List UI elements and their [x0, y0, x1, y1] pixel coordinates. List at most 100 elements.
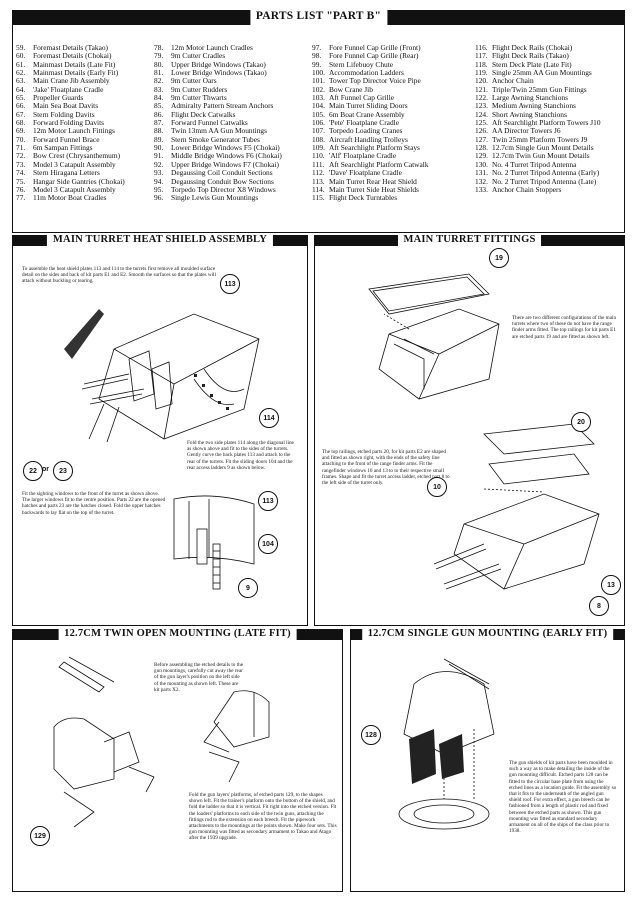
part-name: Aft Searchlight Platform Catwalk	[329, 159, 429, 169]
part-number: 130.	[475, 159, 488, 169]
part-number: 121.	[475, 84, 488, 94]
turret-fittings-note-1: There are two different configurations o…	[512, 315, 617, 340]
callout-10: 10	[427, 477, 447, 497]
part-name: Aft Searchlight Platform Towers J10	[492, 118, 601, 128]
part-name: Fore Funnel Cap Grille (Front)	[329, 43, 421, 52]
part-number: 127.	[475, 134, 488, 144]
part-name: Stern Smoke Generator Tubes	[171, 134, 260, 144]
part-name: Flight Deck Turntables	[329, 193, 398, 203]
part-number: 114.	[312, 184, 325, 194]
parts-list-item: 101.Tower Top Director Voice Pipe	[312, 76, 475, 86]
parts-list-item: 107.Torpedo Loading Cranes	[312, 126, 475, 136]
parts-list-title: PARTS LIST "PART B"	[249, 8, 388, 25]
part-number: 132.	[475, 176, 488, 186]
parts-list-item: 129.12.7cm Twin Gun Mount Details	[475, 152, 625, 161]
parts-list-item: 95.Torpedo Top Director X8 Windows	[154, 185, 312, 194]
parts-list-item: 103.Aft Funnel Cap Grille	[312, 93, 475, 102]
parts-list-item: 91.Middle Bridge Windows F6 (Chokai)	[154, 151, 312, 161]
part-name: 'Dave' Floatplane Cradle	[329, 168, 402, 178]
part-number: 99.	[312, 59, 322, 69]
heat-shield-banner: MAIN TURRET HEAT SHIELD ASSEMBLY	[12, 233, 308, 247]
part-number: 87.	[154, 118, 164, 128]
parts-list-item: 120.Anchor Chain	[475, 77, 625, 86]
part-number: 82.	[154, 76, 164, 86]
part-number: 79.	[154, 51, 164, 61]
parts-list-item: 131.No. 2 Turret Tripod Antenna (Early)	[475, 168, 625, 177]
part-number: 91.	[154, 151, 164, 161]
part-number: 124.	[475, 109, 488, 119]
parts-list-item: 77.11m Motor Boat Cradles	[16, 193, 154, 202]
part-number: 115.	[312, 193, 325, 203]
part-number: 67.	[16, 109, 26, 119]
turret-rear-drawing	[173, 495, 255, 590]
callout-8: 8	[589, 596, 609, 616]
part-name: Torpedo Loading Cranes	[329, 126, 403, 136]
parts-list-item: 117.Flight Deck Rails (Takao)	[475, 51, 625, 61]
parts-list-item: 106.'Pete' Floatplane Cradle	[312, 118, 475, 128]
part-name: Flight Deck Rails (Chokai)	[492, 43, 573, 52]
part-number: 113.	[312, 176, 325, 186]
parts-list-item: 70.Forward Funnel Brace	[16, 135, 154, 144]
part-name: Upper Bridge Windows (Takao)	[171, 59, 266, 69]
part-number: 85.	[154, 101, 164, 111]
parts-list-item: 67. Stern Folding Davits	[16, 109, 154, 119]
parts-list-item: 73.Model 3 Catapult Assembly	[16, 160, 154, 169]
part-name: Stern Folding Davits	[33, 109, 95, 119]
parts-list-item: 86.Flight Deck Catwalks	[154, 110, 312, 119]
part-name: Main Crane Jib Assembly	[33, 76, 110, 86]
part-number: 118.	[475, 59, 488, 69]
part-number: 76.	[16, 184, 26, 194]
callout-9: 9	[238, 578, 258, 598]
part-number: 61.	[16, 59, 26, 69]
part-number: 116.	[475, 43, 488, 52]
part-number: 110.	[312, 151, 325, 161]
part-name: Single Lewis Gun Mountings	[171, 193, 259, 203]
part-name: Triple/Twin 25mm Gun Fittings	[492, 84, 587, 94]
parts-list-item: 85. Admiralty Pattern Stream Anchors	[154, 101, 312, 111]
part-name: No. 4 Turret Tripod Antenna	[492, 159, 577, 169]
parts-list-item: 87.Forward Funnel Catwalks	[154, 118, 312, 128]
single-mount-title: 12.7CM SINGLE GUN MOUNTING (EARLY FIT)	[361, 627, 614, 641]
heat-shield-note-2: Fold the two side plates 114 along the d…	[187, 440, 294, 471]
parts-list-banner: PARTS LIST "PART B"	[12, 8, 625, 25]
callout-104: 104	[258, 534, 278, 554]
parts-list-item: 123.Medium Awning Stanchions	[475, 101, 625, 111]
part-number: 133.	[475, 184, 488, 194]
part-name: Main Turret Side Heat Shields	[329, 184, 419, 194]
parts-list-item: 112.'Dave' Floatplane Cradle	[312, 168, 475, 178]
part-name: 'Pete' Floatplane Cradle	[329, 118, 399, 128]
part-name: No. 2 Turret Tripod Antenna (Late)	[492, 176, 597, 186]
part-number: 60.	[16, 51, 26, 61]
turret-fittings-note-2: The top railings, etched parts 20, for k…	[322, 449, 450, 487]
heat-shield-note-3: Fit the sighting windows to the front of…	[22, 491, 166, 516]
parts-list-item: 110.'Alf' Floatplane Cradle	[312, 151, 475, 161]
parts-list-item: 68.Forward Folding Davits	[16, 118, 154, 127]
parts-list-item: 83.9m Cutter Rudders	[154, 85, 312, 94]
parts-list-item: 81.Lower Bridge Windows (Takao)	[154, 68, 312, 77]
part-name: Fore Funnel Cap Grille (Rear)	[329, 51, 419, 61]
single-mount-banner: 12.7CM SINGLE GUN MOUNTING (EARLY FIT)	[350, 627, 625, 641]
part-number: 90.	[154, 143, 164, 153]
parts-list-columns: 59.Foremast Details (Takao)60.Foremast D…	[16, 43, 625, 203]
callout-20: 20	[571, 412, 591, 432]
parts-list-item: 72.Bow Crest (Chrysanthemum)	[16, 152, 154, 161]
part-number: 101.	[312, 76, 325, 86]
parts-column-1: 59.Foremast Details (Takao)60.Foremast D…	[16, 43, 154, 203]
parts-list-item: 63.Main Crane Jib Assembly	[16, 76, 154, 86]
part-number: 123.	[475, 101, 488, 111]
parts-list-item: 84.9m Cutter Thwarts	[154, 93, 312, 102]
part-number: 105.	[312, 109, 325, 119]
part-number: 59.	[16, 43, 26, 52]
part-number: 93.	[154, 168, 164, 178]
part-number: 102.	[312, 84, 325, 94]
callout-113-top: 113	[220, 274, 240, 294]
parts-list-item: 80.Upper Bridge Windows (Takao)	[154, 59, 312, 69]
part-name: Degaussing Conduit Bow Sections	[171, 176, 274, 186]
part-name: Admiralty Pattern Stream Anchors	[171, 101, 274, 111]
part-number: 97.	[312, 43, 322, 52]
parts-list-item: 74.Stern Hiragana Letters	[16, 168, 154, 178]
part-number: 117.	[475, 51, 488, 61]
part-number: 92.	[154, 159, 164, 169]
parts-list-item: 100.Accommodation Ladders	[312, 68, 475, 77]
part-number: 74.	[16, 168, 26, 178]
